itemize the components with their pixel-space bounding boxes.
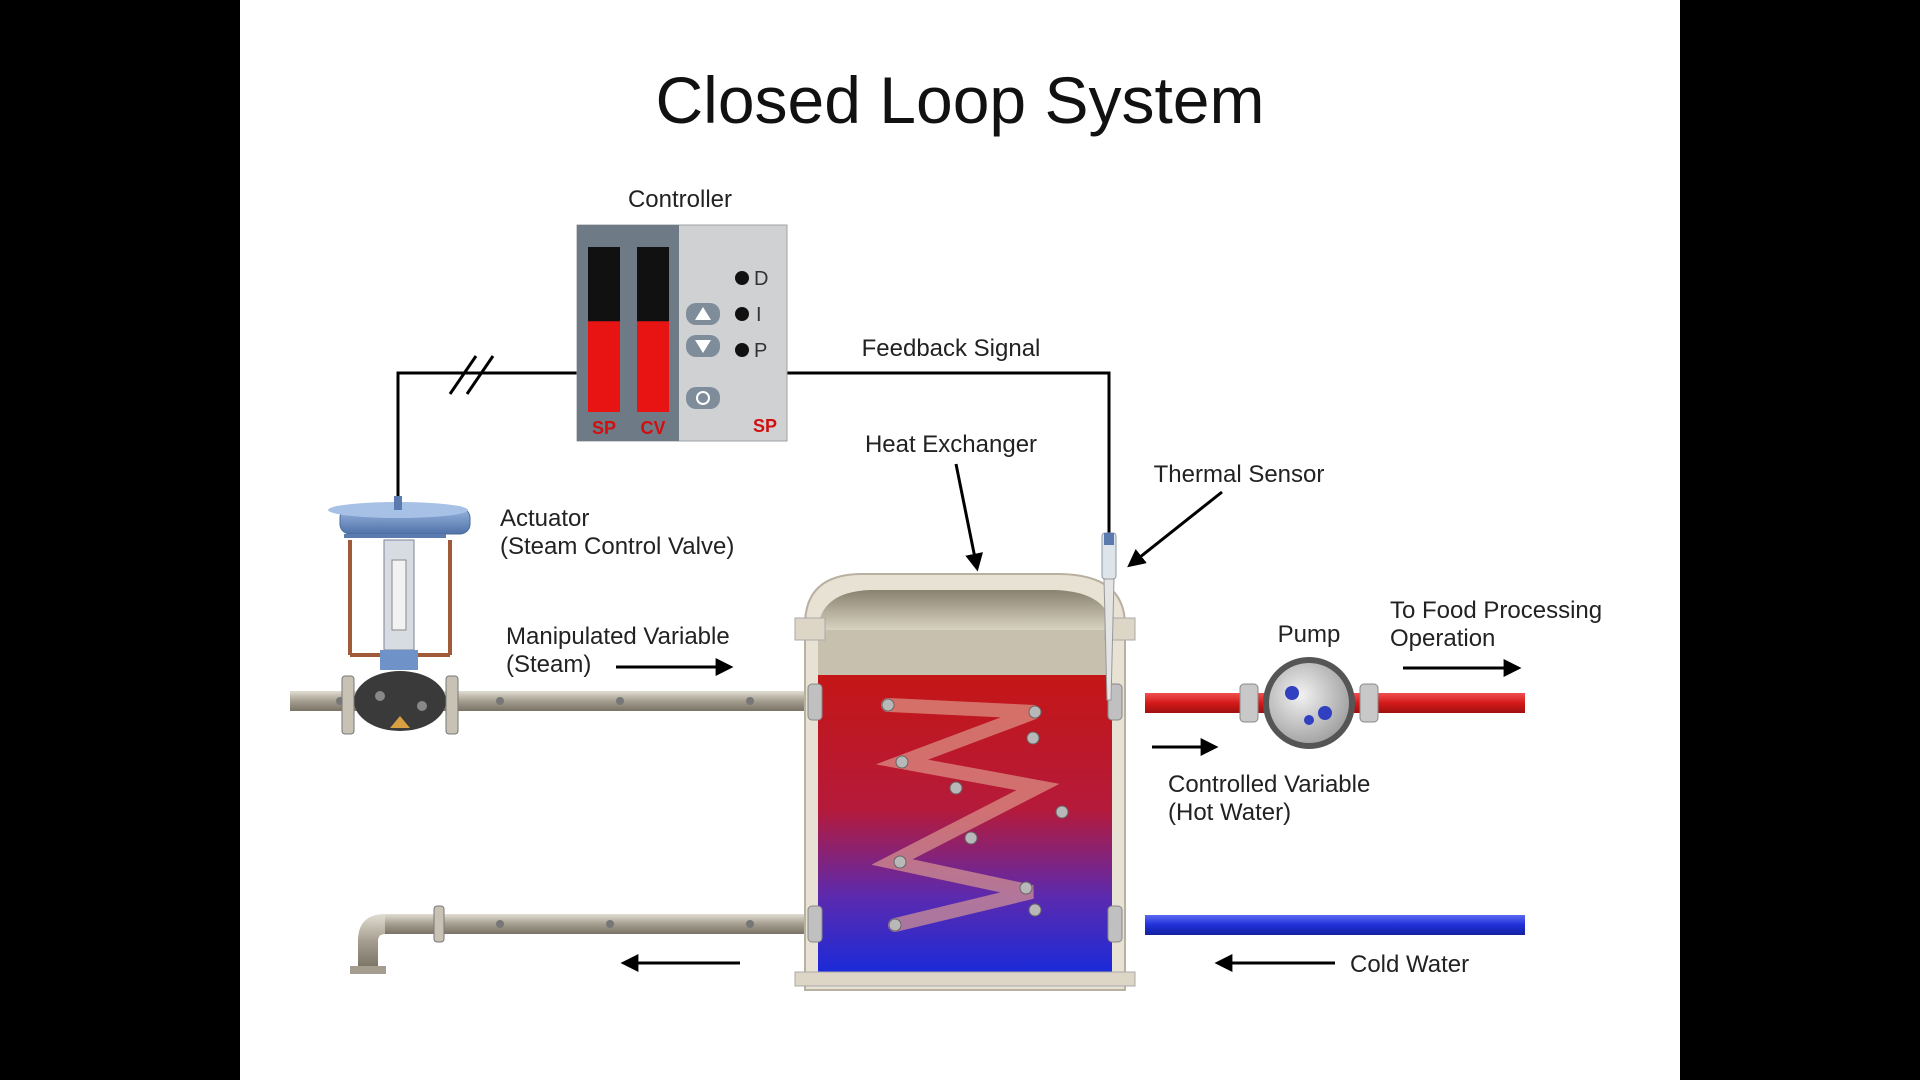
controlled-variable-label: Controlled Variable: [1168, 771, 1370, 798]
cold-water-label: Cold Water: [1350, 951, 1469, 978]
pump-label: Pump: [1278, 621, 1341, 648]
up-arrow-icon[interactable]: [686, 303, 720, 325]
led-d-icon: [735, 271, 749, 285]
thermal-sensor-pointer: [1127, 490, 1223, 568]
thermal-sensor-label: Thermal Sensor: [1154, 461, 1325, 488]
down-arrow-icon[interactable]: [686, 335, 720, 357]
led-i-label: I: [756, 304, 762, 326]
slide: Closed Loop System Controller Feedback S…: [240, 0, 1680, 1080]
pump: [1239, 657, 1379, 749]
manipulated-variable-sublabel: (Steam): [506, 651, 591, 678]
controller: SP CV D I P SP: [576, 224, 788, 442]
steam-control-valve: [328, 496, 471, 735]
led-p-icon: [735, 343, 749, 357]
closed-loop-diagram: Closed Loop System Controller Feedback S…: [290, 63, 1602, 991]
cv-bar-label: CV: [640, 418, 665, 438]
feedback-signal-label: Feedback Signal: [862, 335, 1041, 362]
led-i-icon: [735, 307, 749, 321]
cv-bar-fill: [637, 321, 669, 412]
diagram-title: Closed Loop System: [656, 63, 1265, 137]
heat-exchanger-pointer: [954, 463, 983, 572]
heat-exchanger: [794, 573, 1136, 991]
reset-icon[interactable]: [686, 387, 720, 409]
led-p-label: P: [754, 340, 767, 362]
controlled-variable-sublabel: (Hot Water): [1168, 799, 1291, 826]
food-processing-sublabel: Operation: [1390, 625, 1495, 652]
manipulated-variable-label: Manipulated Variable: [506, 623, 730, 650]
led-d-label: D: [754, 268, 768, 290]
cold-water-pipe: [1145, 915, 1525, 935]
controller-corner-label: SP: [753, 416, 777, 436]
actuator-sublabel: (Steam Control Valve): [500, 533, 734, 560]
sp-bar-label: SP: [592, 418, 616, 438]
actuator-label: Actuator: [500, 505, 589, 532]
thermal-sensor: [1101, 532, 1117, 701]
food-processing-label: To Food Processing: [1390, 597, 1602, 624]
signal-wires: [396, 355, 1111, 535]
controller-label: Controller: [628, 186, 732, 213]
sp-bar-fill: [588, 321, 620, 412]
heat-exchanger-label: Heat Exchanger: [865, 431, 1037, 458]
